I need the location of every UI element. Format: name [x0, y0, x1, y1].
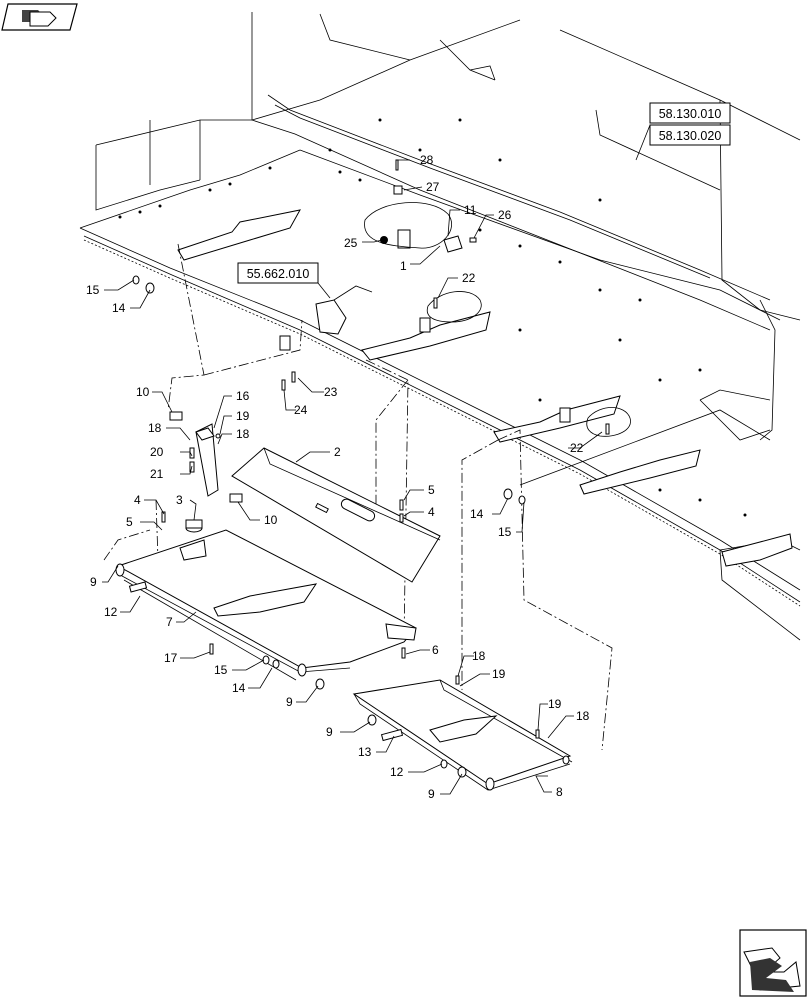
callout-22: 22: [462, 271, 476, 285]
callout-18b: 18: [236, 427, 250, 441]
callout-19: 19: [236, 409, 250, 423]
callout-9d: 9: [428, 787, 435, 801]
callout-14b: 14: [232, 681, 246, 695]
callout-19c: 19: [548, 697, 562, 711]
callout-15b: 15: [214, 663, 228, 677]
callout-3: 3: [176, 493, 183, 507]
callout-15: 15: [86, 283, 100, 297]
ref-box-58-130-010[interactable]: 58.130.010: [649, 102, 731, 124]
leader-lines: [102, 159, 603, 795]
callout-18: 18: [148, 421, 162, 435]
callout-9: 9: [90, 575, 97, 589]
callout-24: 24: [294, 403, 308, 417]
callout-2: 2: [334, 445, 341, 459]
callout-18d: 18: [576, 709, 590, 723]
ref-text: 58.130.010: [659, 107, 722, 121]
previous-page-icon[interactable]: [1, 3, 78, 31]
callout-12b: 12: [390, 765, 404, 779]
callout-13: 13: [358, 745, 372, 759]
callout-14c: 14: [470, 507, 484, 521]
callout-23: 23: [324, 385, 338, 399]
callout-4b: 4: [428, 505, 435, 519]
next-page-icon[interactable]: [739, 929, 807, 997]
callout-20: 20: [150, 445, 164, 459]
callout-17: 17: [164, 651, 178, 665]
callout-28: 28: [420, 153, 434, 167]
callout-18c: 18: [472, 649, 486, 663]
callout-labels: 28 27 11 26 25 1 22 15 14 10 16 19 18 20…: [86, 153, 590, 801]
callout-16: 16: [236, 389, 250, 403]
callout-6: 6: [432, 643, 439, 657]
callout-19b: 19: [492, 667, 506, 681]
callout-9b: 9: [286, 695, 293, 709]
ref-box-58-130-020[interactable]: 58.130.020: [649, 124, 731, 146]
callout-5b: 5: [126, 515, 133, 529]
callout-10: 10: [136, 385, 150, 399]
callout-4: 4: [134, 493, 141, 507]
callout-1: 1: [400, 259, 407, 273]
callout-7: 7: [166, 615, 173, 629]
callout-9c: 9: [326, 725, 333, 739]
callout-21: 21: [150, 467, 164, 481]
parts: [115, 159, 610, 791]
callout-12: 12: [104, 605, 118, 619]
callout-25: 25: [344, 236, 358, 250]
ref-text: 55.662.010: [247, 267, 310, 281]
callout-26: 26: [498, 208, 512, 222]
ref-text: 58.130.020: [659, 129, 722, 143]
callout-27: 27: [426, 180, 440, 194]
callout-11: 11: [464, 203, 477, 217]
callout-5: 5: [428, 483, 435, 497]
callout-22b: 22: [570, 441, 584, 455]
callout-10b: 10: [264, 513, 278, 527]
machine-frame: [79, 12, 801, 641]
ref-box-55-662-010[interactable]: 55.662.010: [237, 262, 319, 284]
callout-15c: 15: [498, 525, 512, 539]
callout-14: 14: [112, 301, 126, 315]
callout-8: 8: [556, 785, 563, 799]
